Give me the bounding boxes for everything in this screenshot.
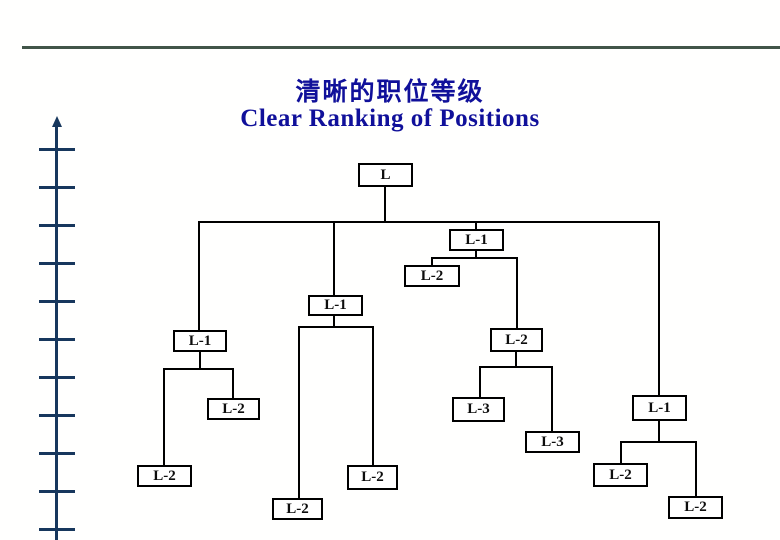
org-box-l-1: L-1: [632, 395, 687, 421]
slide-title-english: Clear Ranking of Positions: [240, 105, 540, 132]
tree-connector-line: [232, 369, 234, 399]
axis-tick: [39, 262, 75, 265]
axis-tick: [39, 300, 75, 303]
tree-connector-line: [475, 251, 477, 259]
slide-title: 清晰的职位等级 Clear Ranking of Positions: [0, 80, 780, 132]
tree-connector-line: [333, 316, 335, 328]
axis-vertical-line: [55, 124, 58, 540]
tree-connector-line: [479, 367, 481, 398]
tree-connector-line: [198, 221, 660, 223]
tree-connector-line: [163, 368, 234, 370]
tree-connector-line: [658, 421, 660, 443]
tree-connector-line: [198, 222, 200, 331]
tree-connector-line: [475, 222, 477, 230]
axis-tick: [39, 224, 75, 227]
tree-connector-line: [384, 187, 386, 223]
tree-connector-line: [658, 222, 660, 396]
org-box-l-2: L-2: [668, 496, 723, 519]
org-box-l-3: L-3: [452, 397, 505, 422]
tree-connector-line: [551, 367, 553, 432]
axis-tick: [39, 490, 75, 493]
tree-connector-line: [372, 327, 374, 466]
tree-connector-line: [479, 366, 553, 368]
org-box-l-3: L-3: [525, 431, 580, 453]
tree-connector-line: [620, 441, 697, 443]
tree-connector-line: [516, 258, 518, 329]
top-rule-line: [22, 46, 780, 49]
org-box-l-2: L-2: [404, 265, 460, 287]
axis-tick: [39, 414, 75, 417]
tree-connector-line: [298, 326, 374, 328]
axis-tick: [39, 452, 75, 455]
tree-connector-line: [431, 258, 433, 266]
tree-connector-line: [695, 442, 697, 497]
axis-tick: [39, 338, 75, 341]
org-box-l-1: L-1: [449, 229, 504, 251]
org-box-l-2: L-2: [490, 328, 543, 352]
org-box-l-1: L-1: [173, 330, 227, 352]
org-box-l-2: L-2: [207, 398, 260, 420]
axis-tick: [39, 186, 75, 189]
tree-connector-line: [298, 327, 300, 499]
org-box-l-1: L-1: [308, 295, 363, 316]
org-box-l: L: [358, 163, 413, 187]
tree-connector-line: [333, 222, 335, 296]
org-box-l-2: L-2: [137, 465, 192, 487]
tree-connector-line: [620, 442, 622, 464]
axis-tick: [39, 528, 75, 531]
tree-connector-line: [431, 257, 518, 259]
tree-connector-line: [515, 352, 517, 368]
org-box-l-2: L-2: [272, 498, 323, 520]
tree-connector-line: [163, 369, 165, 466]
org-box-l-2: L-2: [593, 463, 648, 487]
axis-tick: [39, 376, 75, 379]
axis-tick: [39, 148, 75, 151]
axis-arrow-up-icon: [52, 116, 62, 127]
tree-connector-line: [199, 352, 201, 370]
slide-title-chinese: 清晰的职位等级: [295, 78, 485, 106]
org-box-l-2: L-2: [347, 465, 398, 490]
